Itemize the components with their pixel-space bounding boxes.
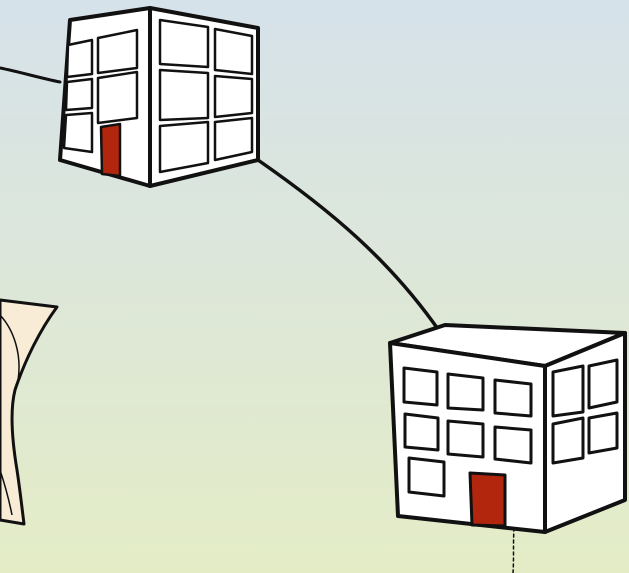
building-top-left-windows (62, 28, 139, 154)
building-bottom-front-windows (402, 366, 533, 498)
paper-fold-line (0, 314, 20, 381)
building-bottom-side-windows (551, 358, 619, 465)
building-bottom-door (468, 471, 507, 528)
building-icon (58, 6, 260, 188)
connection-line-middle (256, 158, 442, 334)
paper-sheet (0, 298, 59, 526)
connection-line-bottom (512, 527, 515, 573)
building-top-right-windows (158, 18, 254, 174)
connection-line-left (0, 66, 62, 84)
paper-edge-line (0, 469, 13, 516)
paper-map-icon (0, 298, 59, 526)
building-top-door (99, 122, 122, 178)
connection-lines (0, 66, 515, 573)
building-icon (388, 323, 627, 534)
